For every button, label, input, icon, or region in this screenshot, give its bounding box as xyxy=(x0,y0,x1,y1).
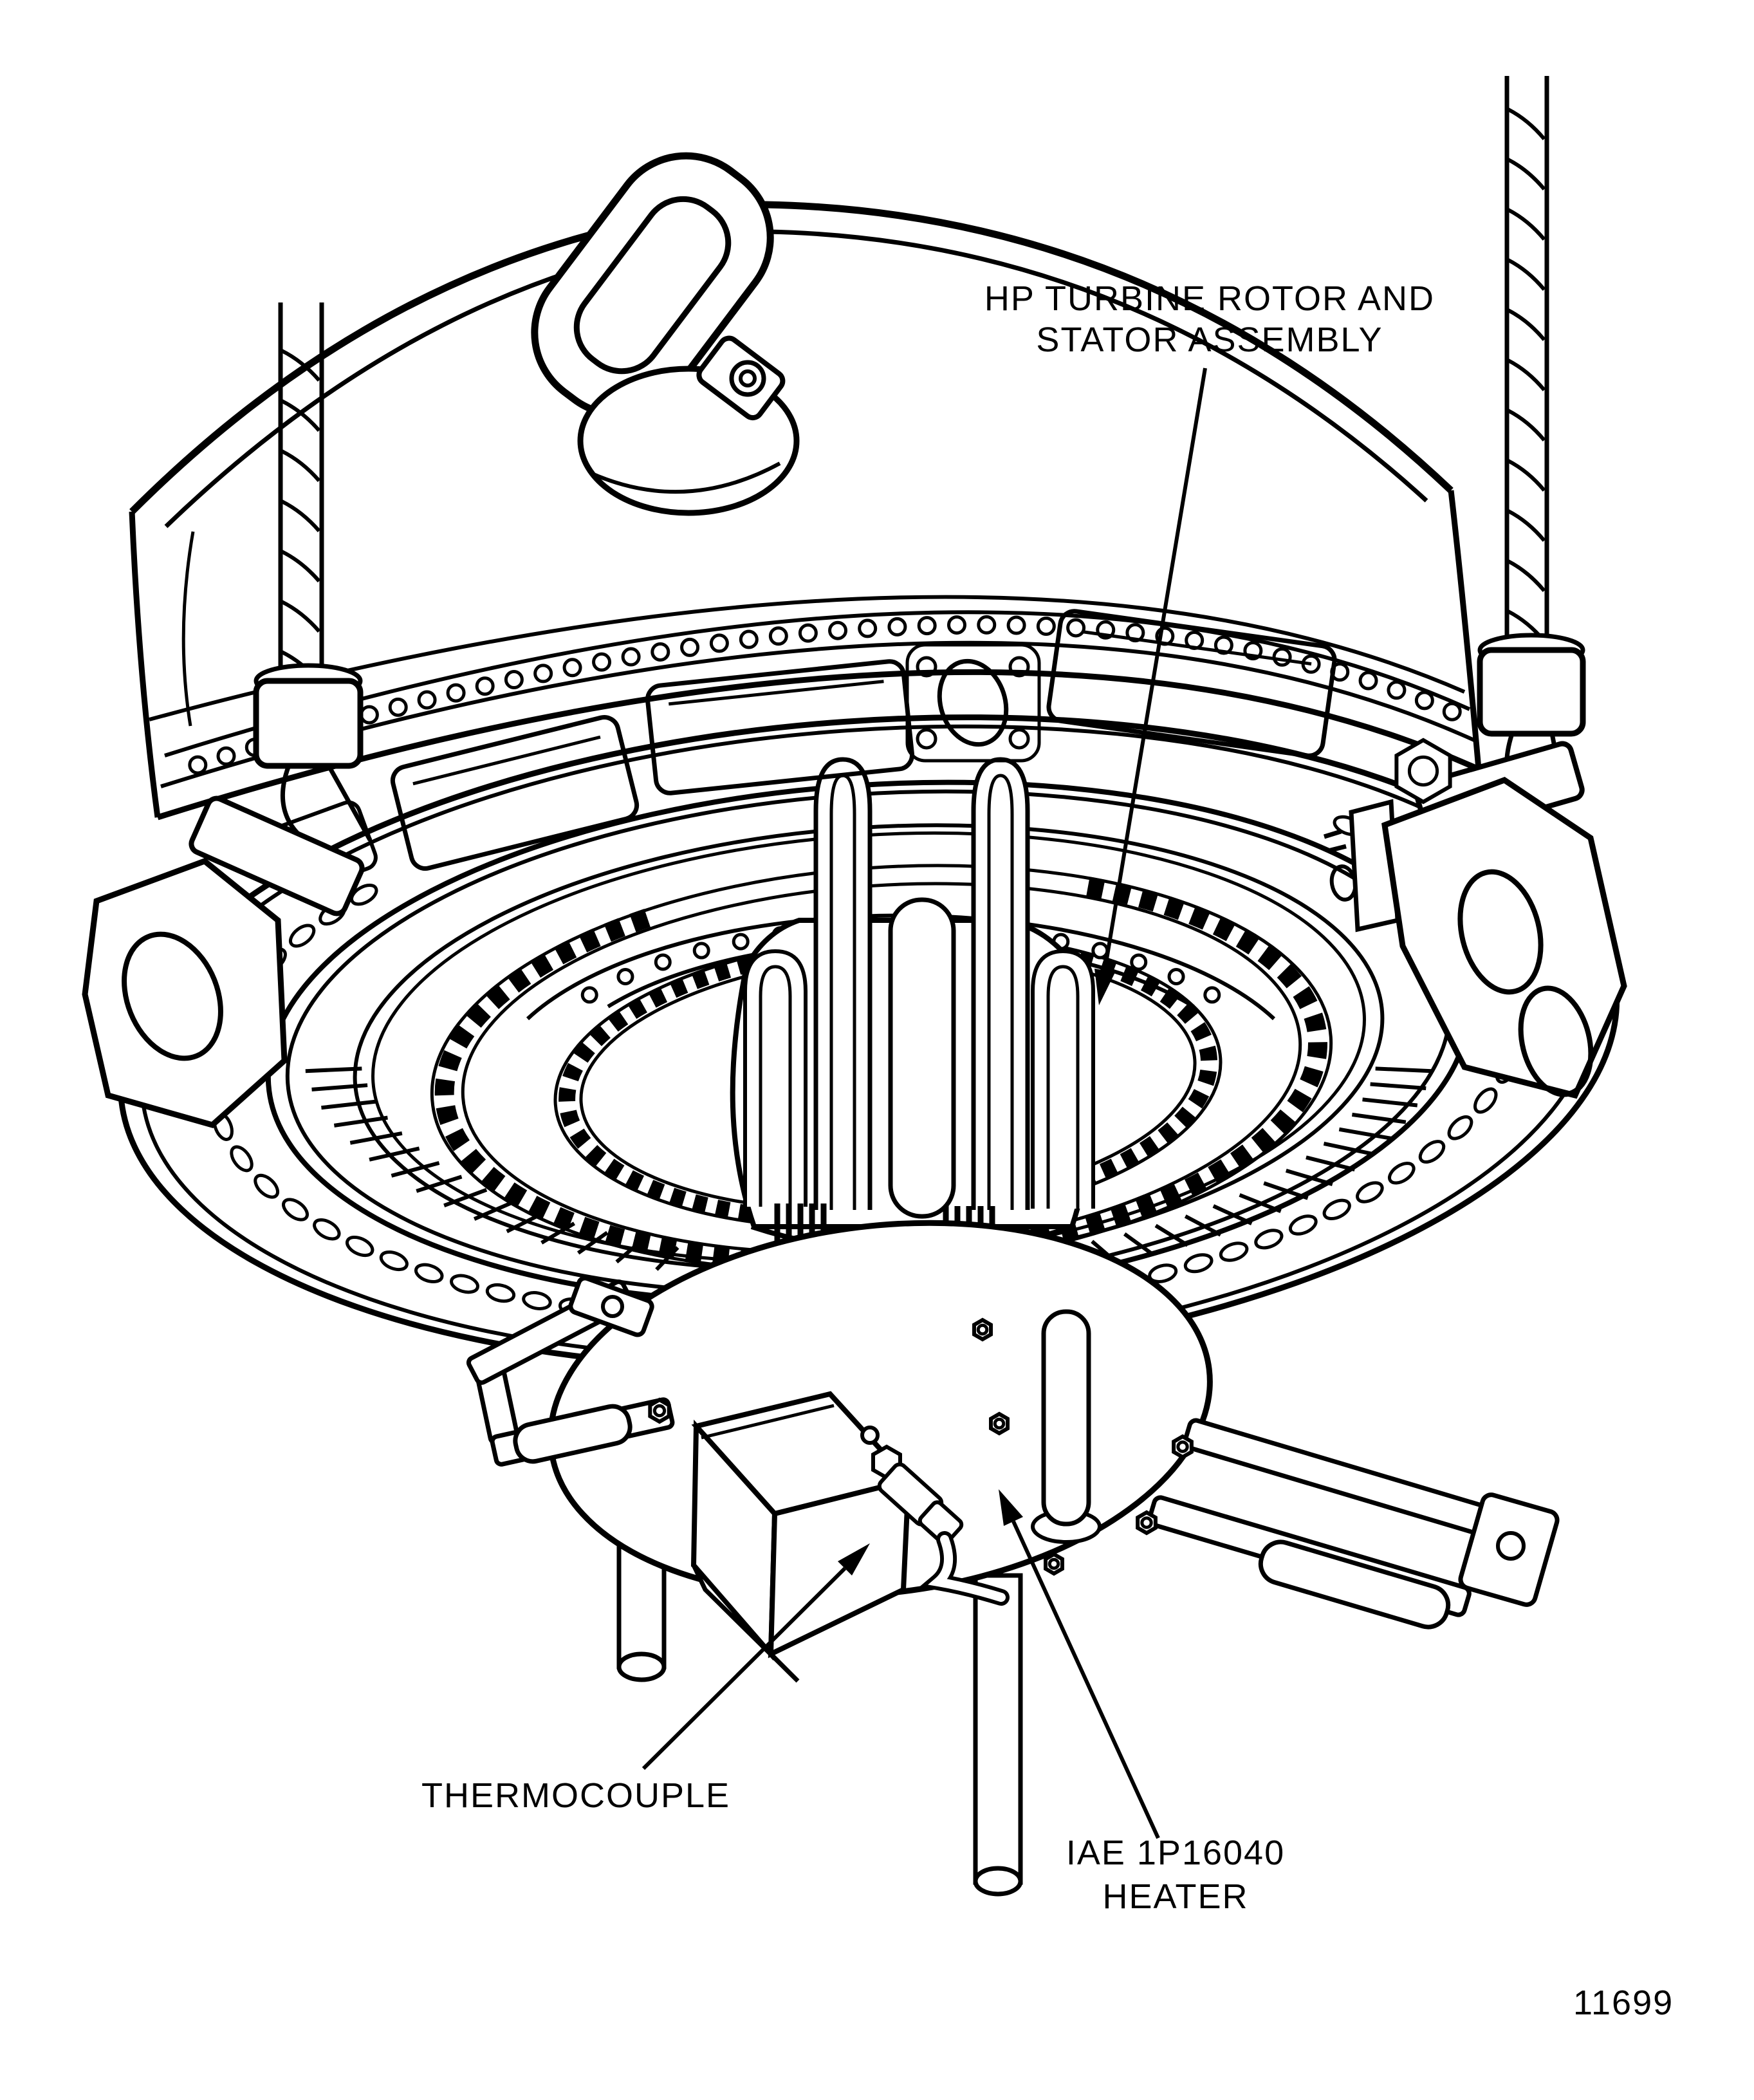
heater-label-line1: IAE 1P16040 xyxy=(1066,1834,1286,1872)
assembly-leader xyxy=(1103,367,1207,971)
cable-left xyxy=(82,302,373,1129)
handle-right xyxy=(1136,1418,1560,1630)
assembly-arrowhead xyxy=(1094,969,1115,1005)
junction-box xyxy=(690,1391,914,1683)
lifting-lug-right xyxy=(1381,776,1627,1099)
handle-left xyxy=(466,1276,675,1467)
heater-label: IAE 1P16040 HEATER xyxy=(1037,1831,1314,1919)
heater-leader xyxy=(1011,1520,1160,1839)
heater-leg-center xyxy=(973,1573,1023,1897)
assembly-label: HP TURBINE ROTOR AND STATOR ASSEMBLY xyxy=(965,278,1454,360)
cable-clamp-bolt-right xyxy=(1394,738,1452,804)
rotor-hub xyxy=(730,757,1095,1268)
thermocouple-leader xyxy=(642,1566,847,1770)
assembly-label-line2: STATOR ASSEMBLY xyxy=(1036,321,1383,359)
leader-lines xyxy=(642,367,1207,1839)
lifting-lug-left xyxy=(82,857,288,1129)
thermocouple-arrowhead xyxy=(838,1543,870,1575)
boss-pad xyxy=(905,643,1041,763)
lifting-shackle xyxy=(531,152,800,516)
figure-number: 11699 xyxy=(1573,1984,1674,2022)
thermocouple-label: THERMOCOUPLE xyxy=(421,1776,731,1815)
assembly-label-line1: HP TURBINE ROTOR AND xyxy=(984,279,1436,318)
heater-assembly xyxy=(466,1220,1560,1897)
heater-label-line2: HEATER xyxy=(1102,1877,1249,1916)
cable-right xyxy=(1349,76,1627,1099)
thermocouple-fitting xyxy=(860,1426,1010,1606)
handle-left-bolt xyxy=(648,1397,671,1424)
handle-right-bolts xyxy=(1136,1434,1194,1536)
guide-rod xyxy=(1041,1309,1091,1527)
plate-screws xyxy=(972,1317,1064,1576)
heater-arrowhead xyxy=(999,1489,1023,1526)
blade-row-hatching xyxy=(305,1066,1432,1271)
